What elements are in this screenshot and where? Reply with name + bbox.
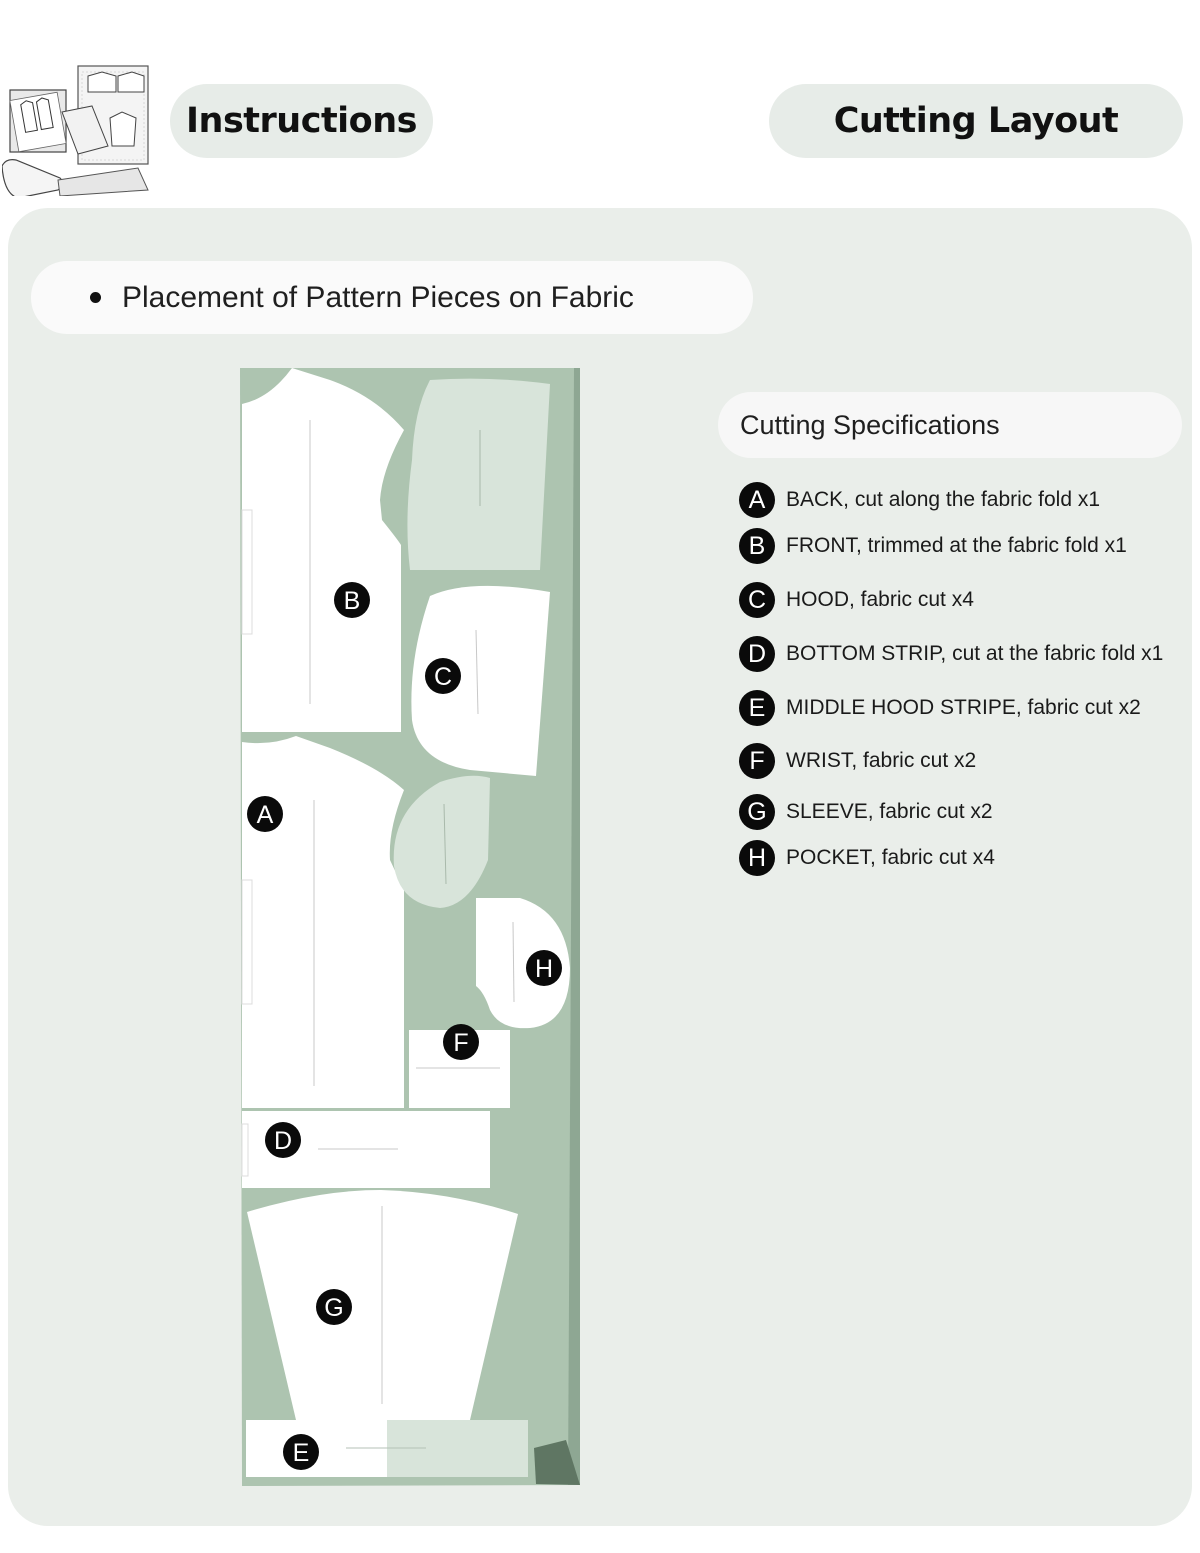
label-g-badge: [316, 1289, 352, 1325]
pattern-logo-icon: [1, 62, 152, 199]
section-subtitle: Placement of Pattern Pieces on Fabric: [31, 261, 753, 334]
spec-item: A BACK, cut along the fabric fold x1: [739, 482, 1100, 518]
label-f-text: F: [453, 1029, 468, 1057]
piece-b-notch: [241, 509, 253, 635]
spec-badge: B: [739, 528, 775, 564]
spec-item: D BOTTOM STRIP, cut at the fabric fold x…: [739, 636, 1163, 672]
spec-item: C HOOD, fabric cut x4: [739, 582, 974, 618]
label-c-text: C: [434, 663, 452, 691]
piece-c-hood-mirror: [407, 378, 550, 570]
spec-text: WRIST, fabric cut x2: [786, 749, 977, 772]
spec-text: MIDDLE HOOD STRIPE, fabric cut x2: [786, 696, 1141, 719]
spec-text: HOOD, fabric cut x4: [786, 588, 974, 611]
spec-badge: H: [739, 840, 775, 876]
label-a: A: [247, 796, 283, 832]
grainline-c: [475, 629, 479, 715]
instructions-header: Instructions: [170, 84, 433, 158]
piece-h-pocket: [476, 898, 570, 1029]
label-e-badge: [283, 1434, 319, 1470]
instructions-title: Instructions: [186, 101, 417, 141]
label-f: F: [443, 1024, 479, 1060]
piece-a-notch: [241, 879, 253, 1005]
grainline-g-mirror: [443, 803, 447, 885]
spec-item: H POCKET, fabric cut x4: [739, 840, 995, 876]
label-a-text: A: [257, 801, 274, 829]
piece-c-hood: [411, 585, 550, 776]
spec-text: POCKET, fabric cut x4: [786, 846, 995, 869]
label-c: C: [425, 658, 461, 694]
grainline-h: [512, 921, 515, 1003]
label-c-badge: [425, 658, 461, 694]
spec-badge: D: [739, 636, 775, 672]
cutting-specs-title: Cutting Specifications: [740, 409, 1000, 440]
spec-item: B FRONT, trimmed at the fabric fold x1: [739, 528, 1127, 564]
label-b-text: B: [344, 587, 361, 615]
subtitle-text: Placement of Pattern Pieces on Fabric: [122, 280, 634, 314]
cutting-specs-header: Cutting Specifications: [718, 392, 1182, 458]
cutting-layout-header: Cutting Layout: [769, 84, 1183, 158]
piece-g-mirror: [393, 775, 490, 908]
label-b-badge: [334, 582, 370, 618]
spec-badge: G: [739, 794, 775, 830]
spec-badge: E: [739, 690, 775, 726]
label-h-badge: [526, 950, 562, 986]
spec-badge: A: [739, 482, 775, 518]
label-d-text: D: [274, 1127, 292, 1155]
spec-item: G SLEEVE, fabric cut x2: [739, 794, 993, 830]
piece-b-front: [242, 368, 404, 732]
bullet-icon: [90, 292, 101, 303]
label-h: H: [526, 950, 562, 986]
piece-d-notch: [241, 1123, 249, 1177]
spec-item: E MIDDLE HOOD STRIPE, fabric cut x2: [739, 690, 1141, 726]
cutting-layout-title: Cutting Layout: [833, 101, 1119, 141]
spec-text: FRONT, trimmed at the fabric fold x1: [786, 534, 1127, 557]
spec-item: F WRIST, fabric cut x2: [739, 743, 976, 779]
piece-a-back: [242, 736, 404, 1108]
fabric-corner-fold: [534, 1440, 580, 1485]
spec-text: BACK, cut along the fabric fold x1: [786, 488, 1101, 511]
cutting-layout-diagram: B C A H F D G E: [240, 368, 580, 1486]
label-b: B: [334, 582, 370, 618]
spec-text: SLEEVE, fabric cut x2: [786, 800, 993, 823]
label-f-badge: [443, 1024, 479, 1060]
label-h-text: H: [535, 955, 553, 983]
label-d-badge: [265, 1122, 301, 1158]
label-g-text: G: [324, 1294, 343, 1322]
spec-text: BOTTOM STRIP, cut at the fabric fold x1: [786, 642, 1164, 665]
spec-badge: C: [739, 582, 775, 618]
label-a-badge: [247, 796, 283, 832]
label-e: E: [283, 1434, 319, 1470]
label-g: G: [316, 1289, 352, 1325]
label-e-text: E: [293, 1439, 310, 1467]
fabric-selvage: [568, 368, 580, 1485]
label-d: D: [265, 1122, 301, 1158]
spec-badge: F: [739, 743, 775, 779]
